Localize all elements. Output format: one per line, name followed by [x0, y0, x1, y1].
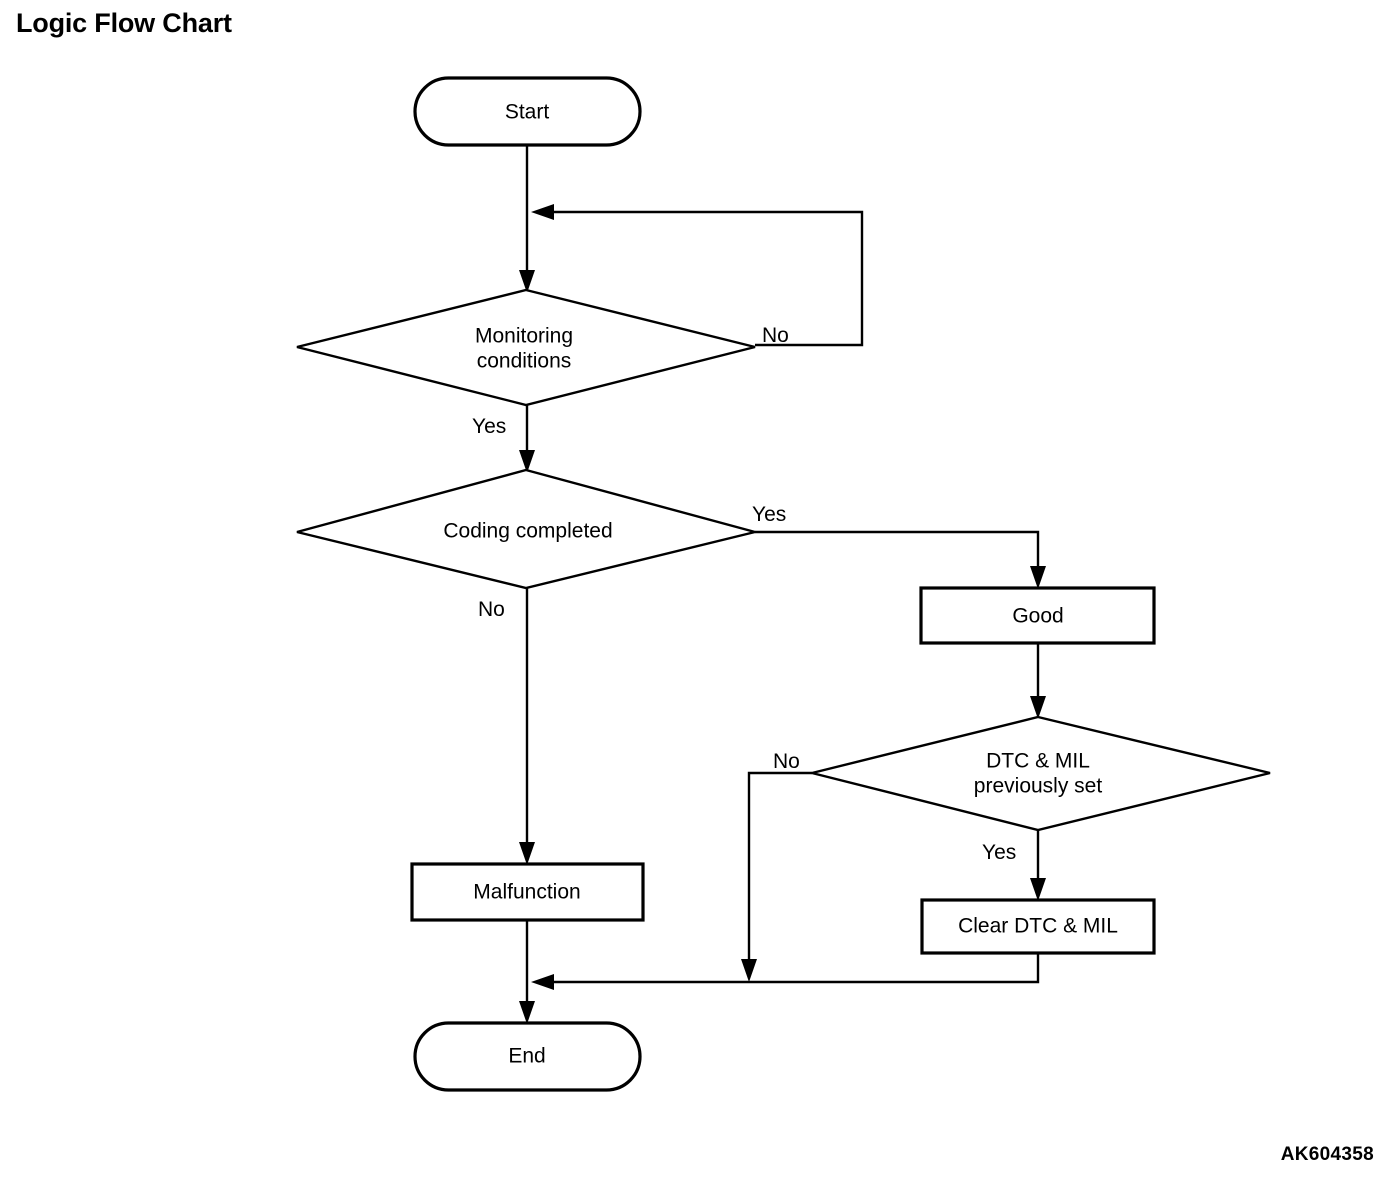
- node-start[interactable]: Start: [413, 76, 642, 147]
- edge-start-to-monitoring: [519, 145, 535, 293]
- edge-label-coding-yes: Yes: [752, 503, 786, 526]
- node-malfunction-label: Malfunction: [473, 881, 580, 904]
- edge-malfunction-to-end: [519, 920, 535, 1024]
- node-monitoring-label-line1: Monitoring: [475, 325, 573, 348]
- node-dtc-mil-previously-set[interactable]: DTC & MIL previously set: [811, 715, 1271, 832]
- node-monitoring-conditions[interactable]: Monitoring conditions: [296, 288, 756, 407]
- node-clear-dtc-mil[interactable]: Clear DTC & MIL: [920, 898, 1156, 955]
- edge-label-dtcmil-no: No: [773, 750, 800, 773]
- node-dtcmil-label-line1: DTC & MIL: [986, 750, 1090, 773]
- edge-monitoring-no-loop: [531, 204, 864, 347]
- edge-label-monitoring-yes: Yes: [472, 415, 506, 438]
- node-malfunction[interactable]: Malfunction: [410, 862, 645, 922]
- edge-monitoring-yes-to-coding: [519, 405, 535, 473]
- node-end-label: End: [508, 1045, 545, 1068]
- edge-label-dtcmil-yes: Yes: [982, 841, 1016, 864]
- edge-dtcmil-no-to-merge: [741, 771, 812, 982]
- node-coding-completed[interactable]: Coding completed: [296, 468, 756, 590]
- page-title: Logic Flow Chart: [16, 8, 232, 38]
- edge-good-to-dtcmil: [1030, 643, 1046, 719]
- node-clear-label: Clear DTC & MIL: [958, 915, 1118, 938]
- node-dtcmil-label-line2: previously set: [974, 775, 1103, 798]
- artwork-code: AK604358: [1280, 1144, 1374, 1165]
- edge-coding-yes-to-good: [755, 530, 1046, 589]
- edge-clear-to-merge: [531, 953, 1040, 990]
- node-start-label: Start: [505, 101, 550, 124]
- node-coding-label: Coding completed: [443, 520, 612, 543]
- node-monitoring-label-line2: conditions: [477, 350, 572, 373]
- edge-dtcmil-yes-to-clear: [1030, 830, 1046, 901]
- edge-label-monitoring-no: No: [762, 324, 789, 347]
- node-end[interactable]: End: [413, 1021, 642, 1092]
- node-good[interactable]: Good: [919, 586, 1156, 645]
- edge-coding-no-to-malfunction: [519, 588, 535, 865]
- edge-label-coding-no: No: [478, 598, 505, 621]
- node-good-label: Good: [1012, 605, 1063, 628]
